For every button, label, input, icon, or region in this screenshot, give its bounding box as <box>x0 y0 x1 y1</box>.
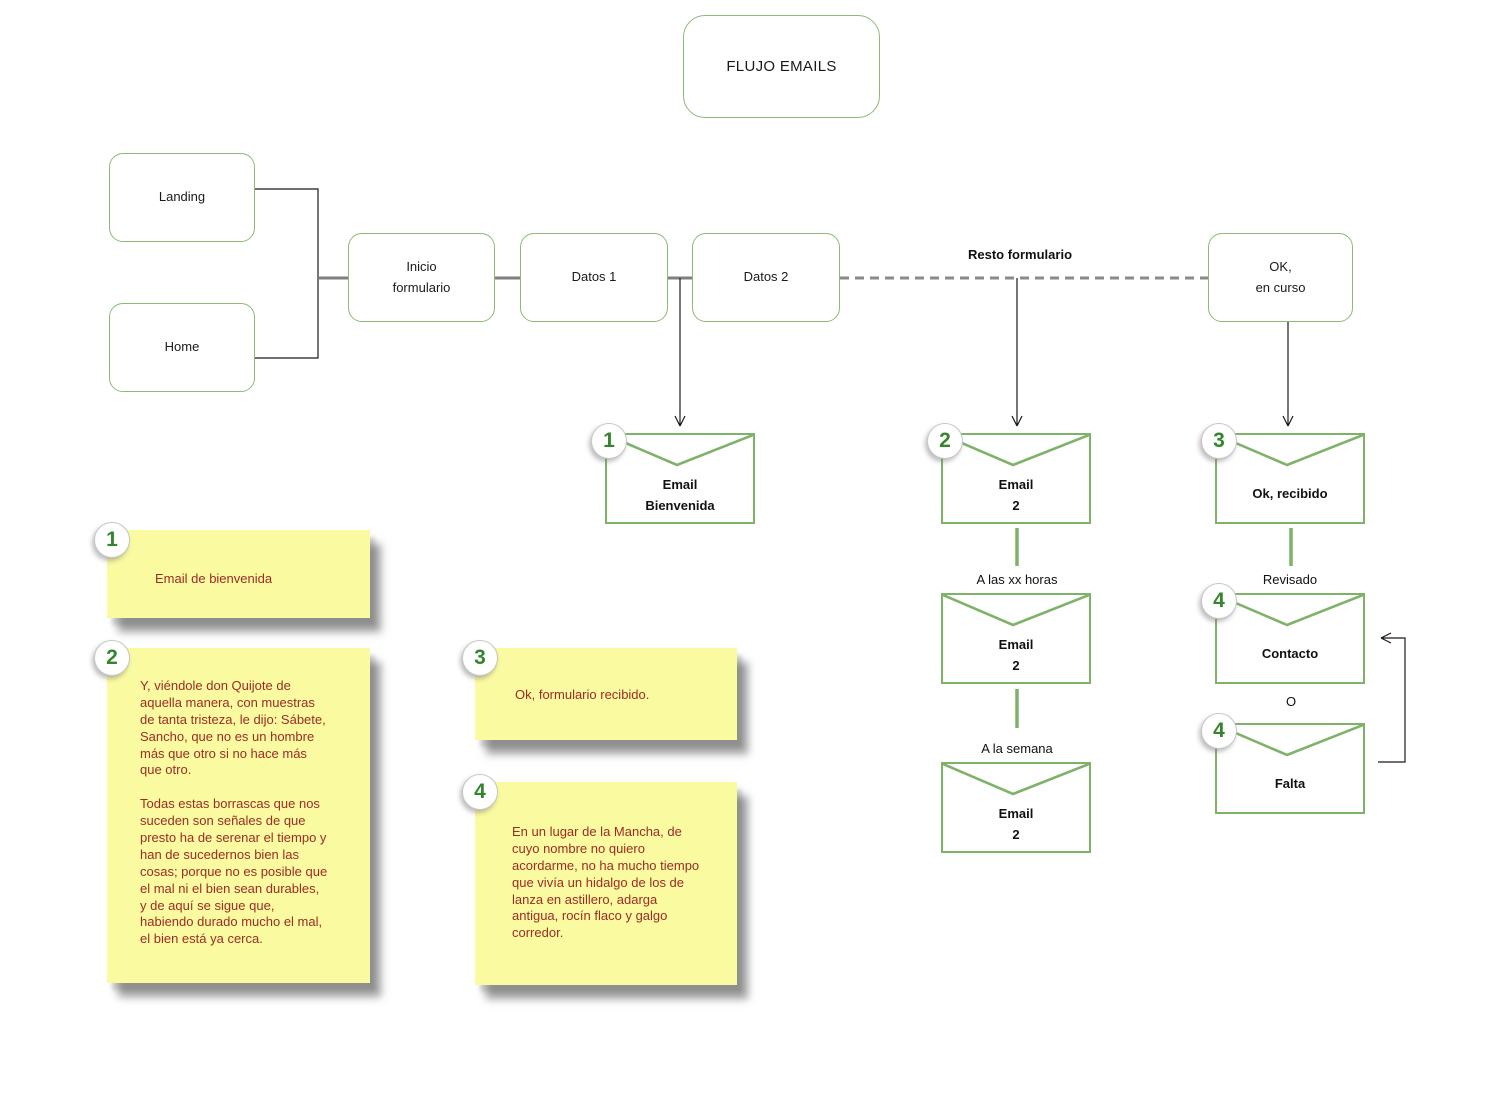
envelope-flap-icon <box>943 595 1089 627</box>
edge-landing-home-junction <box>255 188 319 359</box>
envelope-label: Email 2 <box>998 806 1034 842</box>
step-badge-3: 3 <box>1201 423 1237 459</box>
arrow-resto-to-email2 <box>1011 278 1023 427</box>
edge-label-a-las-xx-horas: A las xx horas <box>976 572 1058 587</box>
node-datos-2: Datos 2 <box>692 233 840 322</box>
envelope-label: Ok, recibido <box>1252 486 1328 501</box>
node-ok-en-curso: OK, en curso <box>1208 233 1353 322</box>
envelope-email-2-first: Email 2 2 <box>927 423 1091 524</box>
envelope-falta: Falta 4 <box>1201 713 1365 814</box>
arrow-ok-to-recibido <box>1282 322 1294 427</box>
note-badge-2: 2 <box>94 640 130 676</box>
envelope-email-bienvenida: Email Bienvenida 1 <box>591 423 755 524</box>
envelope-label: Email Bienvenida <box>645 477 715 513</box>
envelope-flap-icon <box>943 435 1089 467</box>
note-text: En un lugar de la Mancha, de cuyo nombre… <box>512 824 700 941</box>
envelope-email-2-hours: Email 2 <box>941 593 1091 684</box>
edge-label-revisado: Revisado <box>1262 572 1318 587</box>
note-text: Y, viéndole don Quijote de aquella maner… <box>140 678 328 947</box>
node-home: Home <box>109 303 255 392</box>
page-title: FLUJO EMAILS <box>683 15 880 118</box>
envelope-flap-icon <box>607 435 753 467</box>
edge-label-o: O <box>1285 694 1297 709</box>
step-badge-1: 1 <box>591 423 627 459</box>
envelope-flap-icon <box>1217 435 1363 467</box>
step-badge-2: 2 <box>927 423 963 459</box>
envelope-flap-icon <box>1217 595 1363 627</box>
arrow-datos-to-email1 <box>674 278 686 427</box>
step-badge-4: 4 <box>1201 583 1237 619</box>
note-text: Ok, formulario recibido. <box>515 687 650 702</box>
envelope-label: Falta <box>1274 776 1306 791</box>
envelope-contacto: Contacto 4 <box>1201 583 1365 684</box>
envelope-label: Email 2 <box>998 637 1034 673</box>
envelope-label: Email 2 <box>998 477 1034 513</box>
node-inicio-formulario: Inicio formulario <box>348 233 495 322</box>
envelope-flap-icon <box>943 764 1089 796</box>
step-badge-4: 4 <box>1201 713 1237 749</box>
edge-label-resto-formulario: Resto formulario <box>967 247 1073 262</box>
node-landing: Landing <box>109 153 255 242</box>
sticky-note-4: 4 En un lugar de la Mancha, de cuyo nomb… <box>462 774 737 985</box>
note-badge-1: 1 <box>94 522 130 558</box>
sticky-note-2: 2 Y, viéndole don Quijote de aquella man… <box>94 640 370 983</box>
note-badge-4: 4 <box>462 774 498 810</box>
sticky-note-3: 3 Ok, formulario recibido. <box>462 640 737 740</box>
envelope-ok-recibido: Ok, recibido 3 <box>1201 423 1365 524</box>
arrow-falta-to-contacto-loop <box>1378 632 1406 763</box>
envelope-flap-icon <box>1217 725 1363 757</box>
node-datos-1: Datos 1 <box>520 233 668 322</box>
note-badge-3: 3 <box>462 640 498 676</box>
envelope-label: Contacto <box>1261 646 1319 661</box>
sticky-note-1: 1 Email de bienvenida <box>94 522 370 618</box>
edge-label-a-la-semana: A la semana <box>981 741 1053 756</box>
note-text: Email de bienvenida <box>155 571 273 586</box>
envelope-email-2-week: Email 2 <box>941 762 1091 853</box>
